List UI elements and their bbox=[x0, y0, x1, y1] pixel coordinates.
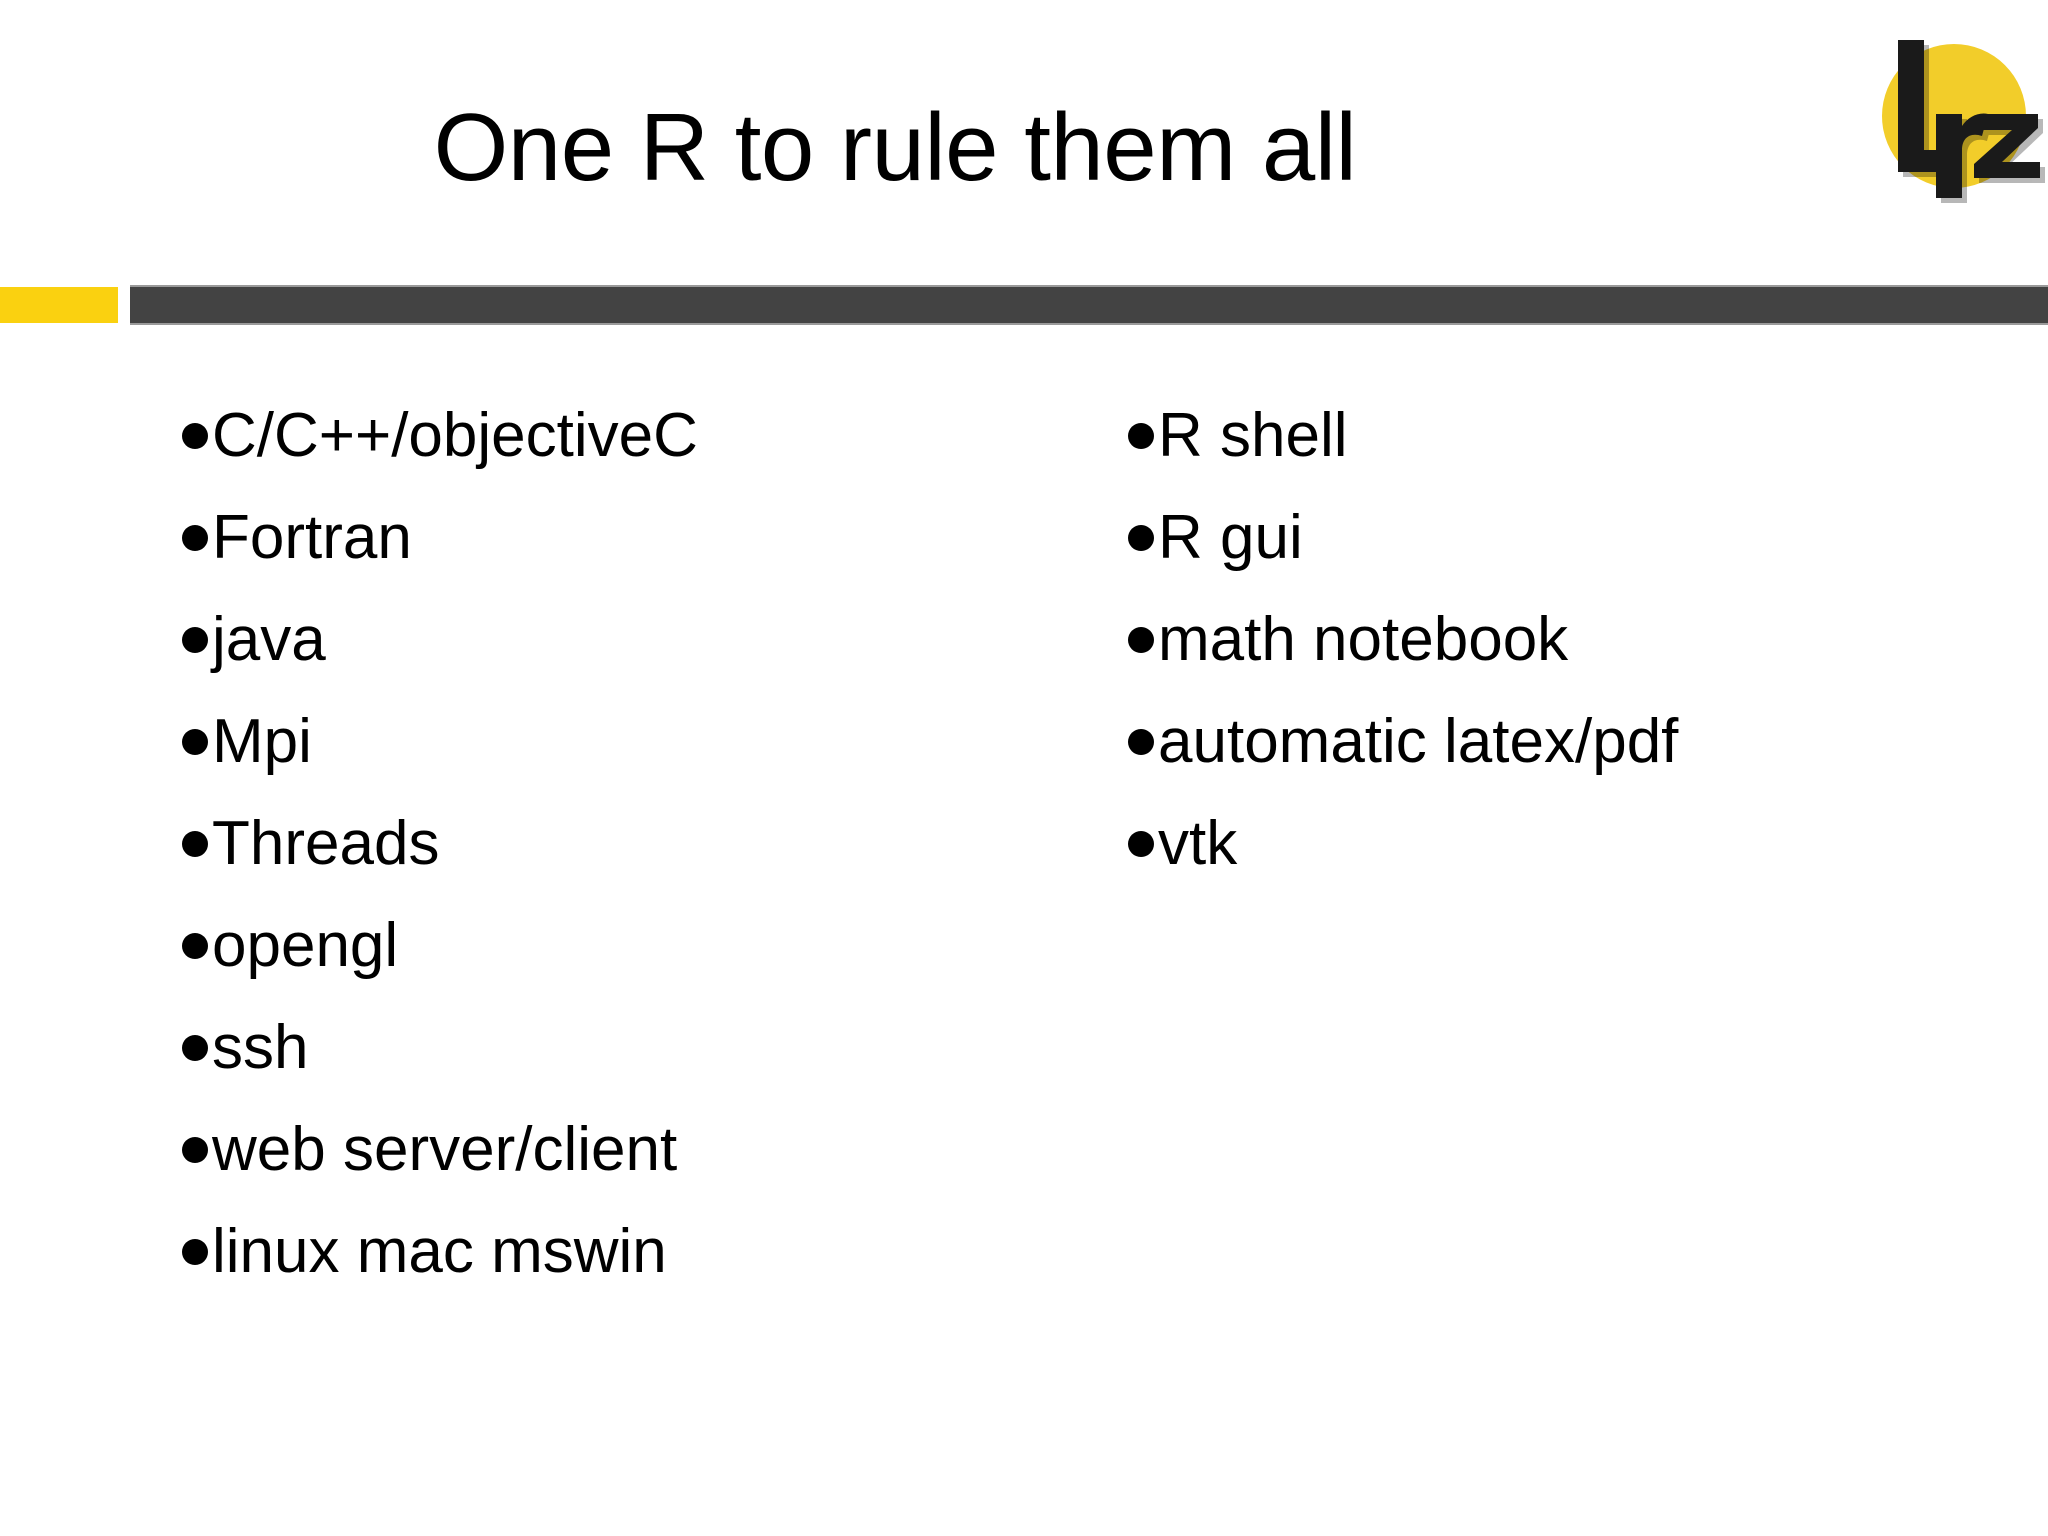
lrz-logo bbox=[1862, 22, 2048, 208]
list-item: R gui bbox=[1128, 487, 1988, 589]
list-item-label: ssh bbox=[212, 1013, 309, 1082]
list-item-label: linux mac mswin bbox=[212, 1217, 667, 1286]
bullet-icon bbox=[182, 1035, 208, 1061]
list-item: Threads bbox=[182, 793, 1062, 895]
list-item-label: Fortran bbox=[212, 503, 412, 572]
list-item-label: automatic latex/pdf bbox=[1158, 707, 1679, 776]
list-item: math notebook bbox=[1128, 589, 1988, 691]
divider-accent-block bbox=[0, 287, 118, 323]
bullet-column-right: R shell R gui math notebook automatic la… bbox=[1128, 385, 1988, 895]
list-item: ssh bbox=[182, 997, 1062, 1099]
bullet-icon bbox=[1128, 423, 1154, 449]
bullet-icon bbox=[182, 627, 208, 653]
list-item-label: vtk bbox=[1158, 809, 1238, 878]
lrz-wordmark-icon bbox=[1898, 40, 2045, 203]
list-item: vtk bbox=[1128, 793, 1988, 895]
list-item-label: Mpi bbox=[212, 707, 312, 776]
list-item: R shell bbox=[1128, 385, 1988, 487]
list-item: java bbox=[182, 589, 1062, 691]
bullet-icon bbox=[182, 1239, 208, 1265]
bullet-icon bbox=[1128, 627, 1154, 653]
list-item-label: java bbox=[212, 605, 326, 674]
bullet-column-left: C/C++/objectiveC Fortran java Mpi Thread… bbox=[182, 385, 1062, 1303]
list-item: Mpi bbox=[182, 691, 1062, 793]
list-item: automatic latex/pdf bbox=[1128, 691, 1988, 793]
bullet-icon bbox=[182, 729, 208, 755]
list-item: Fortran bbox=[182, 487, 1062, 589]
list-item-label: math notebook bbox=[1158, 605, 1569, 674]
bullet-icon bbox=[182, 933, 208, 959]
bullet-icon bbox=[182, 1137, 208, 1163]
divider-bar bbox=[130, 285, 2048, 325]
list-item-label: opengl bbox=[212, 911, 399, 980]
bullet-icon bbox=[1128, 525, 1154, 551]
list-item-label: R gui bbox=[1158, 503, 1303, 572]
bullet-icon bbox=[182, 423, 208, 449]
list-item: C/C++/objectiveC bbox=[182, 385, 1062, 487]
bullet-icon bbox=[182, 831, 208, 857]
bullet-icon bbox=[182, 525, 208, 551]
list-item-label: R shell bbox=[1158, 401, 1348, 470]
bullet-icon bbox=[1128, 729, 1154, 755]
list-item: opengl bbox=[182, 895, 1062, 997]
list-item: web server/client bbox=[182, 1099, 1062, 1201]
list-item-label: C/C++/objectiveC bbox=[212, 401, 698, 470]
page-title: One R to rule them all bbox=[433, 94, 1357, 201]
list-item: linux mac mswin bbox=[182, 1201, 1062, 1303]
list-item-label: web server/client bbox=[212, 1115, 678, 1184]
list-item-label: Threads bbox=[212, 809, 440, 878]
bullet-icon bbox=[1128, 831, 1154, 857]
